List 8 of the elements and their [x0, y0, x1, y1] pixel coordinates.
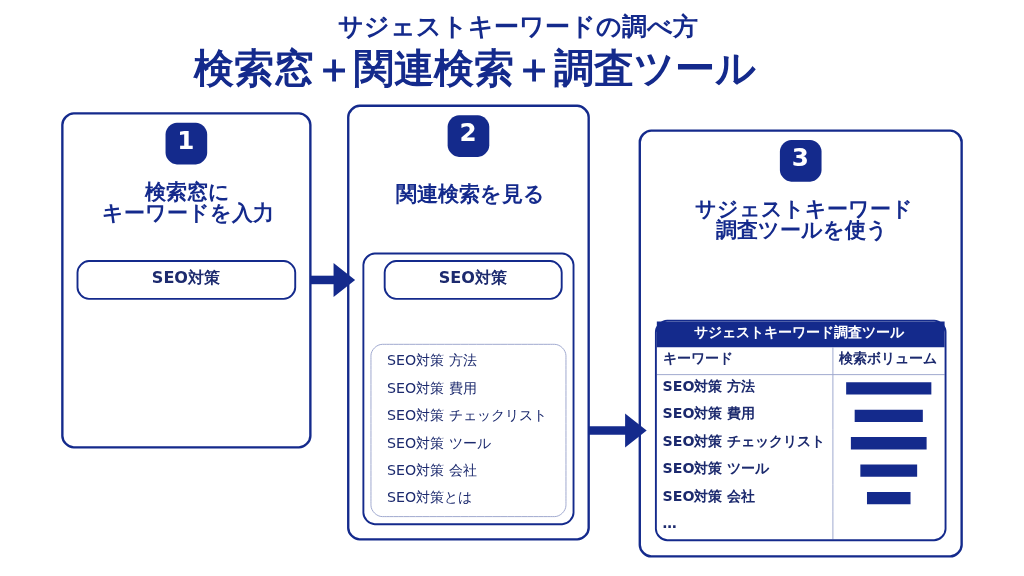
label: 検索窓＋関連検索＋調査ツール	[193, 44, 756, 91]
arrow	[310, 263, 356, 297]
node-box: SEO対策	[383, 260, 563, 300]
cluster	[362, 252, 575, 526]
diagram-title: サジェストキーワードの調べ方	[337, 11, 698, 41]
node-box: SEO対策	[76, 260, 297, 300]
arrow	[588, 413, 647, 448]
node-box: SEO対策 方法 SEO対策 費用 SEO対策 チェックリスト SEO対策 ツール SEO対策 会社 SEO対策とは	[370, 343, 567, 518]
